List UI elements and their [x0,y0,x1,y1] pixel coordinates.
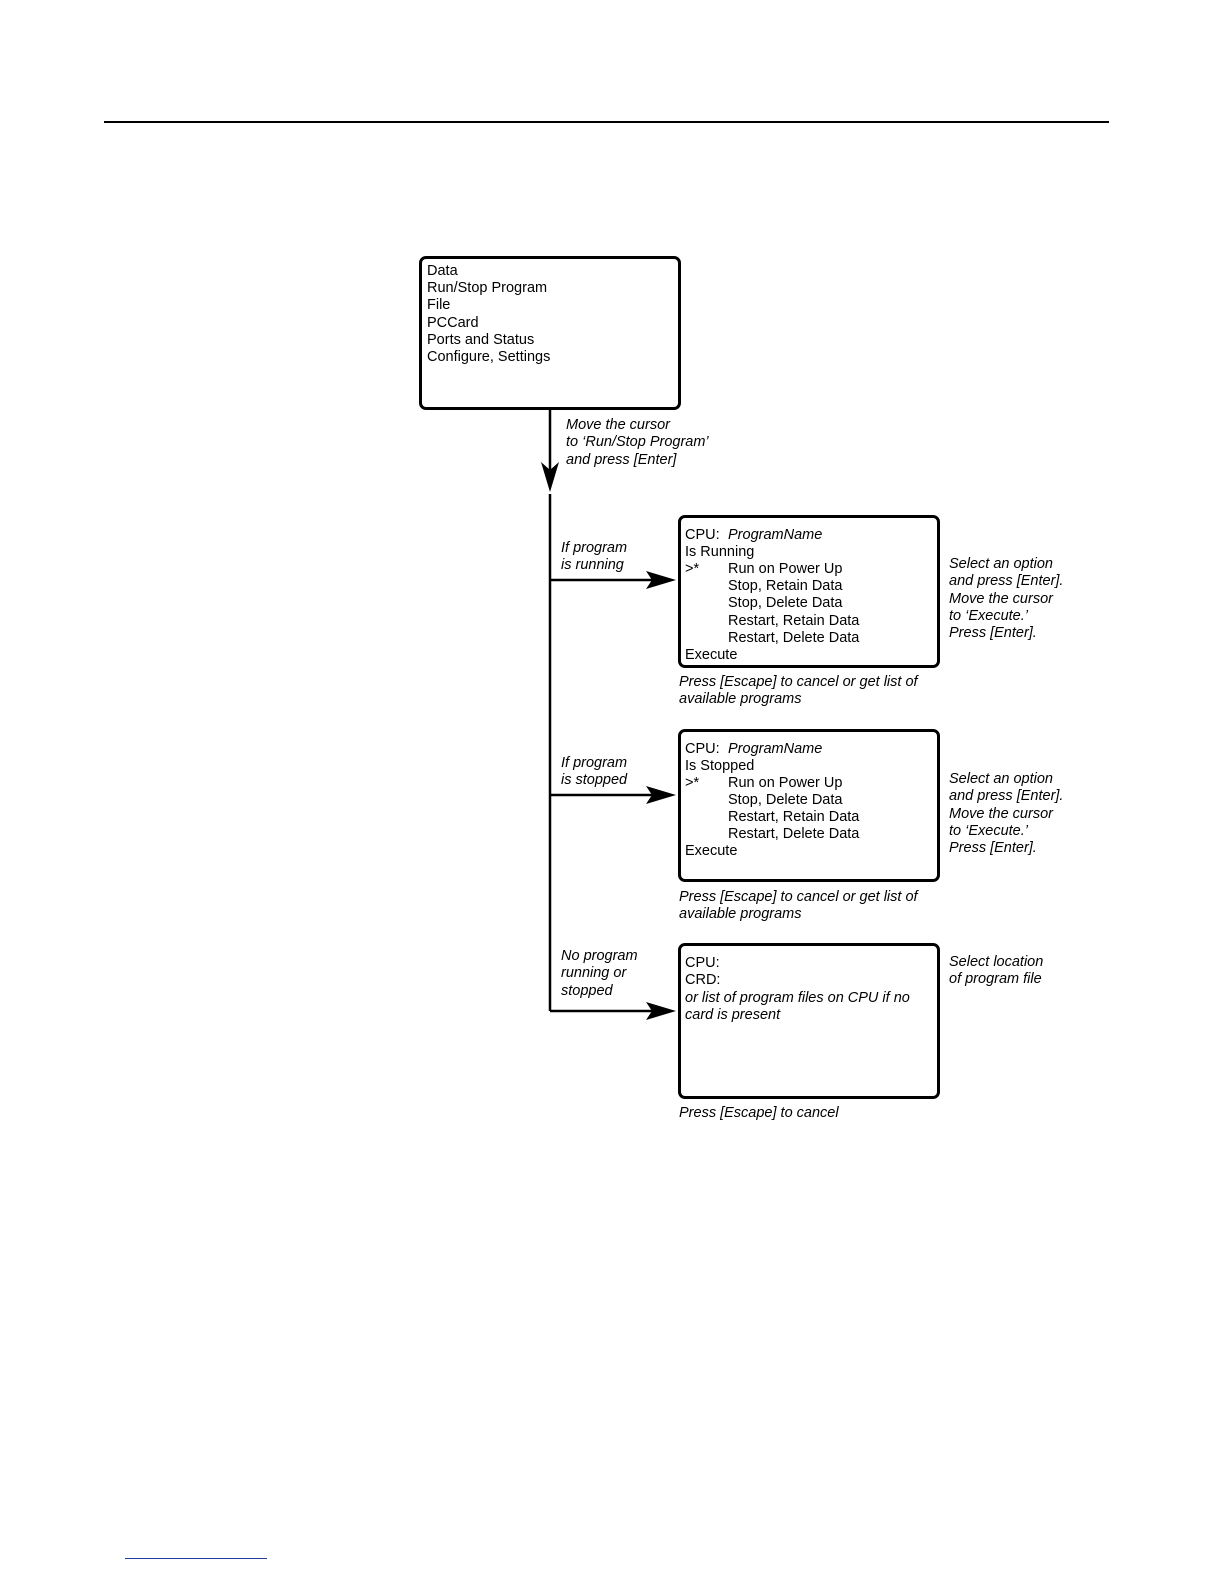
cursor-instruction-note: Move the cursor to ‘Run/Stop Program’ an… [566,417,709,468]
branch-label-none: No program running or stopped [561,948,638,999]
menu-item-pccard[interactable]: PCCard [427,315,479,331]
stopped-program-screen: CPU: ProgramName Is Stopped >* Run on Po… [678,729,940,882]
program-name: ProgramName [728,741,823,757]
program-status: Is Stopped [685,758,755,774]
menu-item-configure-settings[interactable]: Configure, Settings [427,349,551,365]
option-stop-delete-data[interactable]: Stop, Delete Data [728,792,843,808]
cpu-label: CPU: [685,527,720,543]
program-status: Is Running [685,544,755,560]
running-arrowhead [646,571,676,589]
option-run-on-power-up[interactable]: Run on Power Up [728,561,843,577]
option-run-on-power-up[interactable]: Run on Power Up [728,775,843,791]
menu-item-ports-and-status[interactable]: Ports and Status [427,332,535,348]
main-menu-screen: Data Run/Stop Program File PCCard Ports … [419,256,681,410]
none-escape-note: Press [Escape] to cancel [679,1105,839,1121]
stopped-side-note: Select an option and press [Enter]. Move… [949,771,1064,857]
running-side-note: Select an option and press [Enter]. Move… [949,556,1064,642]
cpu-label: CPU: [685,741,720,757]
execute-option[interactable]: Execute [685,843,738,859]
branch-label-stopped: If program is stopped [561,755,628,789]
menu-item-data[interactable]: Data [427,263,458,279]
none-arrowhead [646,1002,676,1020]
none-side-note: Select location of program file [949,954,1044,988]
option-stop-delete-data[interactable]: Stop, Delete Data [728,595,843,611]
option-restart-delete-data[interactable]: Restart, Delete Data [728,826,860,842]
header-rule [104,121,1109,123]
menu-item-run-stop-program[interactable]: Run/Stop Program [427,280,548,296]
menu-down-arrowhead [541,462,559,492]
stopped-escape-note: Press [Escape] to cancel or get list of … [679,889,918,923]
location-cpu[interactable]: CPU: [685,955,720,971]
option-restart-retain-data[interactable]: Restart, Retain Data [728,613,860,629]
menu-item-file[interactable]: File [427,297,451,313]
footnote-rule [125,1558,267,1559]
branch-label-running: If program is running [561,540,628,574]
stopped-arrowhead [646,786,676,804]
execute-option[interactable]: Execute [685,647,738,663]
selection-cursor: >* [685,775,700,791]
selection-cursor: >* [685,561,700,577]
running-escape-note: Press [Escape] to cancel or get list of … [679,674,918,708]
option-restart-delete-data[interactable]: Restart, Delete Data [728,630,860,646]
running-program-screen: CPU: ProgramName Is Running >* Run on Po… [678,515,940,668]
program-location-screen: CPU: CRD: or list of program files on CP… [678,943,940,1099]
option-restart-retain-data[interactable]: Restart, Retain Data [728,809,860,825]
location-crd[interactable]: CRD: [685,972,721,988]
program-list-hint-line-1: or list of program files on CPU if no [685,990,910,1006]
option-stop-retain-data[interactable]: Stop, Retain Data [728,578,843,594]
program-name: ProgramName [728,527,823,543]
program-list-hint-line-2: card is present [685,1007,781,1023]
